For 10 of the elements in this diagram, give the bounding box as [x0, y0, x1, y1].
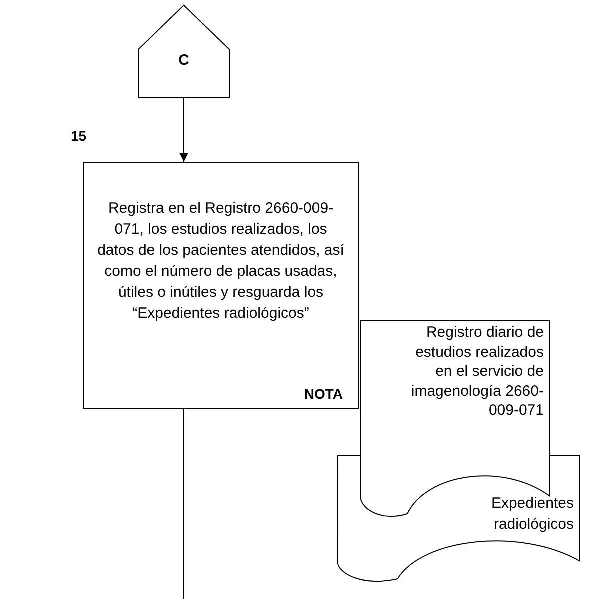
- document-title: Expedientes radiológicos: [490, 494, 574, 535]
- connector-label: C: [178, 51, 190, 71]
- arrow: [180, 98, 188, 162]
- note-label: NOTA: [304, 385, 343, 404]
- step-number: 15: [71, 127, 87, 146]
- process-box: [83, 162, 359, 409]
- document-title: Registro diario de estudios realizados en el servicio de imagenología 2660-009-071: [410, 323, 544, 420]
- step-description: Registra en el Registro 2660-009-071, los estudios realizados, los datos de los pacientes atendidos, así como el número de placas usadas, útiles o inútiles y resguarda los “Expedientes radiológicos”: [97, 199, 345, 324]
- off-page-connector: [138, 5, 230, 98]
- document-shape: [337, 455, 580, 585]
